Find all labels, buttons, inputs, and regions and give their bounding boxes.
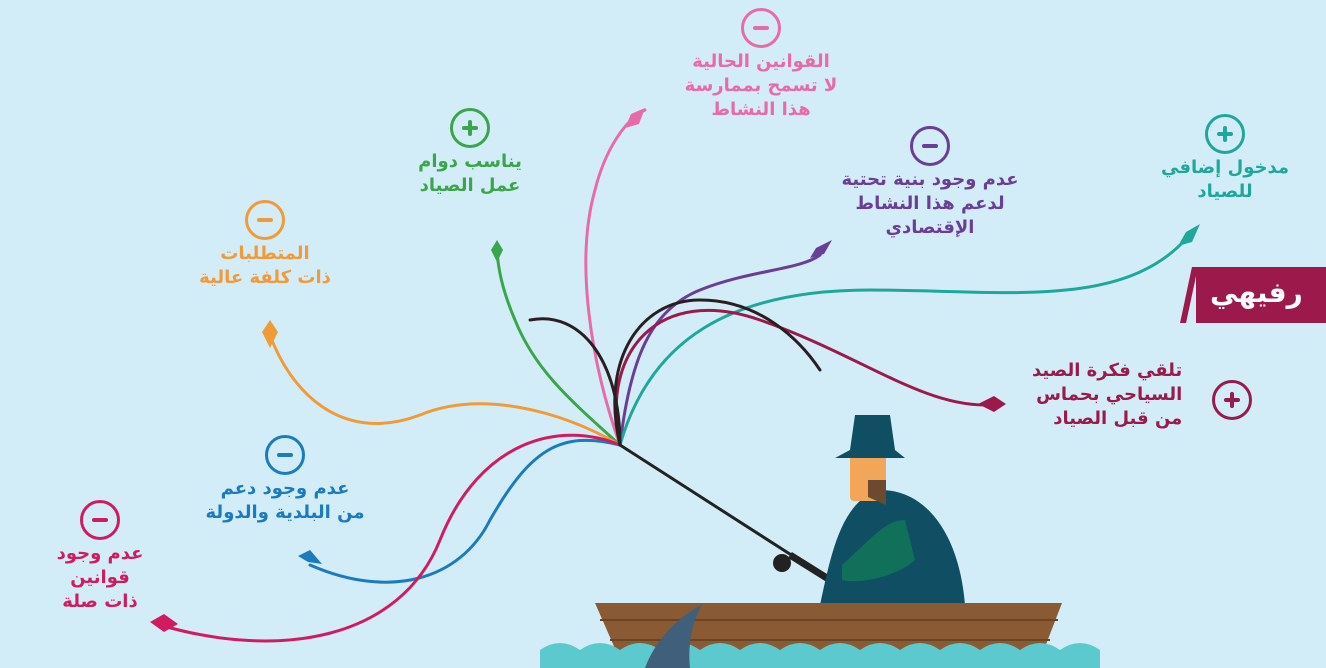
note-line: لا تسمح بممارسة: [684, 75, 838, 96]
banner-text: رفيهي: [1210, 276, 1303, 309]
line-teal: [618, 238, 1187, 447]
shark-fin-icon: [645, 605, 702, 668]
line-blue: [308, 438, 622, 584]
note-crimson-sign: [1212, 380, 1252, 422]
minus-sign-icon: [910, 126, 950, 166]
minus-sign-icon: [80, 500, 120, 540]
note-line: عدم وجود: [56, 543, 144, 564]
note-orange: المتطلبات ذات كلفة عالية: [175, 200, 355, 290]
note-line: هذا النشاط: [711, 99, 811, 120]
note-line: يناسب دوام: [418, 151, 522, 172]
lure-pink: [625, 108, 645, 128]
lure-orange: [262, 320, 278, 348]
note-teal: مدخول إضافي للصياد: [1145, 114, 1305, 204]
lure-purple: [810, 240, 832, 258]
note-line: من البلدية والدولة: [205, 502, 365, 523]
note-line: الإقتصادي: [885, 217, 975, 238]
note-line: مدخول إضافي: [1160, 157, 1289, 178]
line-purple: [618, 253, 822, 447]
minus-sign-icon: [265, 435, 305, 475]
plus-sign-icon: [450, 108, 490, 148]
minus-sign-icon: [741, 8, 781, 48]
hat-icon: [835, 415, 905, 458]
plus-sign-icon: [1205, 114, 1245, 154]
note-line: للصياد: [1197, 181, 1253, 202]
line-dark: [528, 317, 622, 447]
title-banner: [1196, 267, 1326, 323]
note-line: عمل الصياد: [419, 175, 521, 196]
note-purple: عدم وجود بنية تحتية لدعم هذا النشاط الإق…: [810, 126, 1050, 240]
note-line: المتطلبات: [220, 243, 310, 264]
note-line: عدم وجود دعم: [220, 478, 350, 499]
note-line: قوانين: [70, 567, 130, 588]
note-line: لدعم هذا النشاط: [855, 193, 1005, 214]
lure-teal: [1178, 224, 1200, 246]
line-crimson: [614, 309, 987, 447]
note-line: السياحي بحماس: [1036, 384, 1183, 405]
fisherman-arm: [842, 520, 915, 582]
minus-sign-icon: [245, 200, 285, 240]
lure-magenta: [150, 614, 178, 632]
note-blue: عدم وجود دعم من البلدية والدولة: [185, 435, 385, 525]
lure-crimson: [978, 396, 1006, 412]
lure-green: [491, 240, 503, 262]
plus-sign-icon: [1212, 380, 1252, 420]
line-orange: [268, 333, 622, 447]
line-dark: [613, 298, 822, 447]
reel-icon: [773, 554, 791, 572]
line-green: [495, 243, 622, 447]
note-magenta: عدم وجود قوانين ذات صلة: [40, 500, 160, 614]
lure-blue: [298, 550, 322, 564]
note-pink: القوانين الحالية لا تسمح بممارسة هذا الن…: [666, 8, 856, 122]
note-line: من قبل الصياد: [1053, 408, 1183, 429]
note-line: ذات كلفة عالية: [199, 267, 331, 288]
note-line: عدم وجود بنية تحتية: [841, 169, 1019, 190]
note-line: تلقي فكرة الصيد: [1032, 360, 1183, 381]
note-line: ذات صلة: [62, 591, 138, 612]
beard: [868, 480, 886, 505]
line-magenta: [158, 433, 622, 643]
fisherman: [820, 415, 965, 605]
note-line: القوانين الحالية: [692, 51, 830, 72]
note-green: يناسب دوام عمل الصياد: [395, 108, 545, 198]
note-crimson: تلقي فكرة الصيد السياحي بحماس من قبل الص…: [1032, 359, 1182, 431]
line-pink: [584, 108, 647, 447]
